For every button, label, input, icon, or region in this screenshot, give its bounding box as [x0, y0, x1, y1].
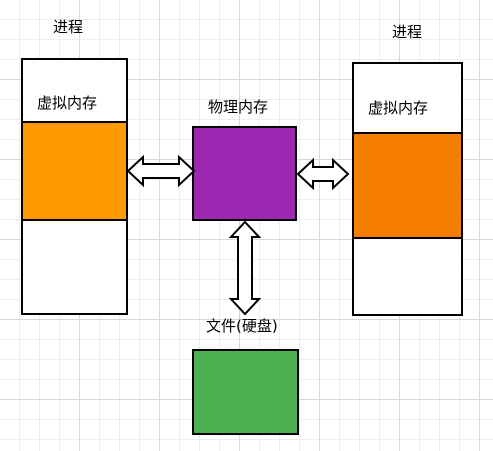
right-virtual-memory-label: 虚拟内存: [368, 99, 429, 117]
left-process-title: 进程: [53, 18, 84, 36]
disk-block: [192, 349, 299, 435]
disk-label: 文件(硬盘): [206, 317, 278, 335]
physical-memory-block: [192, 126, 297, 221]
physical-memory-label: 物理内存: [208, 98, 269, 116]
left-virtual-memory-label: 虚拟内存: [37, 94, 98, 112]
right-virtual-memory-block: [352, 132, 463, 239]
right-process-title: 进程: [392, 23, 423, 41]
